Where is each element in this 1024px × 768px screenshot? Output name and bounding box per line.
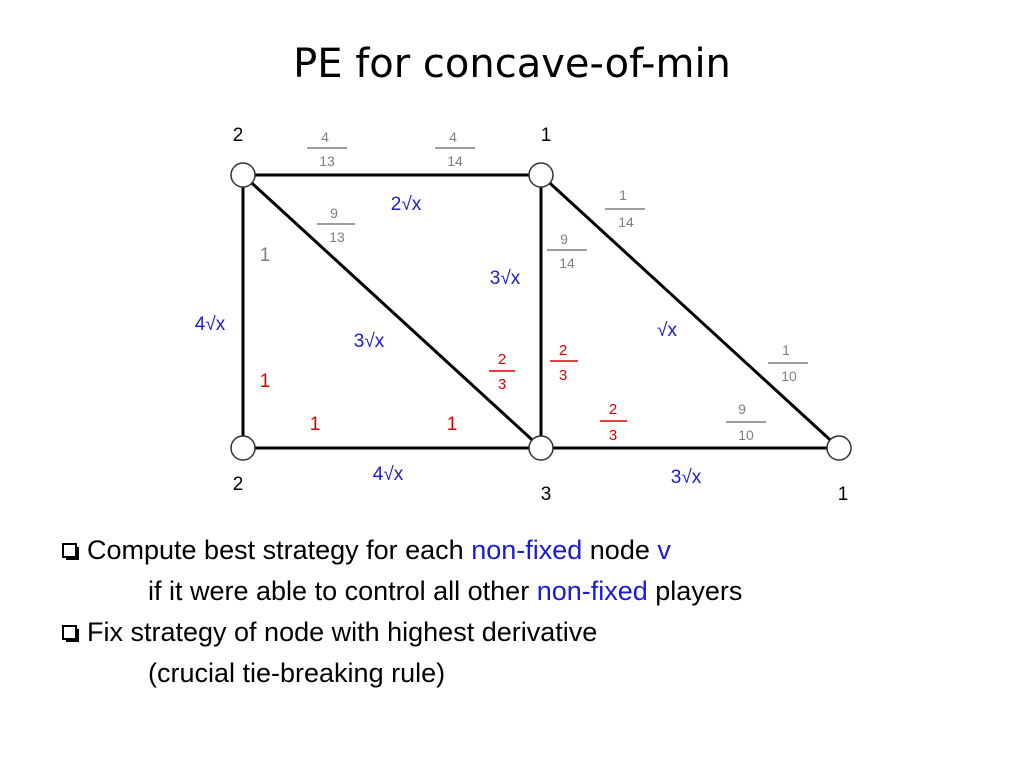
cost-left: 4√x [195,314,226,335]
svg-text:2: 2 [498,351,506,368]
node-label-bottom-mid: 3 [541,484,552,505]
flow-bottom-red-b: 1 [447,414,458,435]
svg-text:9: 9 [330,205,338,221]
svg-text:4: 4 [321,129,329,145]
page-title: PE for concave-of-min [293,41,731,87]
fraction-diagonal-right-top: 1 14 [605,187,645,230]
fraction-diagonal-left: 9 13 [317,205,355,245]
svg-text:3: 3 [559,367,567,384]
fraction-bottom-right: 9 10 [726,401,766,443]
svg-text:9: 9 [560,231,568,247]
edge-diagonal-right [539,173,841,450]
svg-text:2: 2 [609,401,617,418]
svg-text:14: 14 [618,214,634,230]
svg-text:3: 3 [498,376,506,393]
flow-left-gray: 1 [260,245,271,266]
edge-diagonal-left [241,173,543,450]
cost-bottom-left: 4√x [373,464,404,485]
svg-text:10: 10 [738,427,754,443]
fraction-middle-vertical: 9 14 [547,231,587,271]
fraction-diagonal-right-bottom: 1 10 [768,342,808,384]
svg-text:13: 13 [329,229,345,245]
cost-diagonal-right: √x [657,320,677,341]
svg-text:1: 1 [619,187,627,203]
cost-top: 2√x [391,194,422,215]
fraction-top-b: 4 14 [435,129,475,169]
cost-middle-vertical: 3√x [490,268,521,289]
node-bottom-right [826,435,852,461]
cost-bottom-right: 3√x [671,467,702,488]
highlight-non-fixed-2: non-fixed [536,576,648,606]
svg-text:10: 10 [781,368,797,384]
flow-left-red: 1 [260,371,271,392]
flow-bottom-red-a: 1 [310,414,321,435]
svg-text:14: 14 [447,153,463,169]
svg-text:9: 9 [738,401,746,417]
node-label-top-left: 2 [233,125,244,146]
node-label-top-mid: 1 [541,125,552,146]
svg-text:1: 1 [782,342,790,358]
bullet-1-continuation: if it were able to control all other non… [148,576,743,606]
node-label-bottom-left: 2 [233,474,244,495]
svg-text:3: 3 [609,427,617,444]
node-bottom-left [230,435,256,461]
node-top-left [230,162,256,188]
svg-text:4: 4 [449,129,457,145]
highlight-v: v [657,535,671,565]
node-label-bottom-right: 1 [838,484,849,505]
checkbox-bullet-icon [62,543,79,560]
fraction-red-diagonal: 2 3 [489,351,515,393]
fraction-top-a: 4 13 [307,129,347,169]
node-top-mid [528,162,554,188]
highlight-non-fixed: non-fixed [471,535,583,565]
fraction-red-bottom: 2 3 [600,401,627,444]
checkbox-bullet-icon [62,625,79,642]
svg-text:13: 13 [319,153,335,169]
svg-text:14: 14 [559,255,575,271]
bullet-list: Compute best strategy for each non-fixed… [62,530,742,694]
svg-text:2: 2 [559,342,567,359]
bullet-2: Fix strategy of node with highest deriva… [62,612,742,653]
bullet-1: Compute best strategy for each non-fixed… [62,530,742,571]
bullet-2-continuation: (crucial tie-breaking rule) [148,658,446,688]
cost-diagonal-left: 3√x [354,331,385,352]
node-bottom-mid [528,435,554,461]
fraction-red-vertical: 2 3 [550,342,578,384]
